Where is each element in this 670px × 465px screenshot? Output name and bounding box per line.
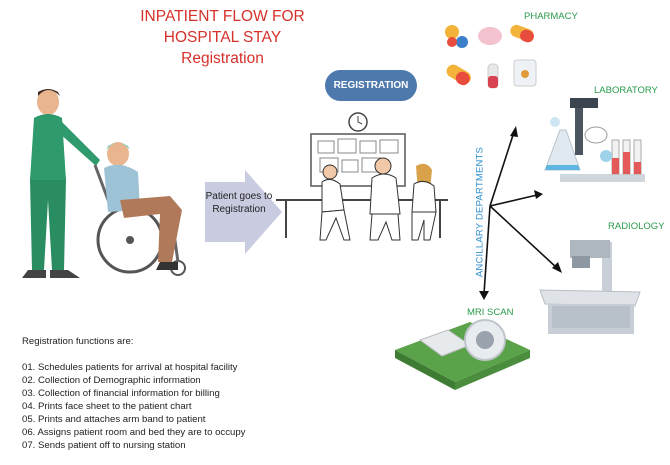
ancillary-departments-text: ANCILLARY DEPARTMENTS <box>474 146 486 278</box>
mri-illustration <box>395 319 530 390</box>
registration-functions: Registration functions are: 01. Schedule… <box>22 335 245 452</box>
function-item: 07. Sends patient off to nursing station <box>22 440 186 451</box>
functions-heading: Registration functions are: <box>22 336 134 347</box>
flow-arrow <box>205 170 282 254</box>
radiology-label: RADIOLOGY <box>608 221 665 232</box>
arrowheads <box>479 126 562 300</box>
function-item: 03. Collection of financial information … <box>22 388 220 399</box>
function-item: 02. Collection of Demographic informatio… <box>22 375 201 386</box>
wheelchair-illustration <box>93 142 186 276</box>
nurse-illustration <box>22 89 100 278</box>
function-item: 04. Prints face sheet to the patient cha… <box>22 401 192 412</box>
title-line-3: Registration <box>181 50 264 67</box>
transition-text: Patient goes to Registration <box>205 191 273 215</box>
registration-badge: REGISTRATION <box>325 70 417 101</box>
function-item: 05. Prints and attaches arm band to pati… <box>22 414 206 425</box>
department-arrows <box>483 131 558 295</box>
mri-label: MRI SCAN <box>467 307 514 318</box>
pharmacy-illustration <box>445 24 537 89</box>
title-line-1: INPATIENT FLOW FOR <box>140 8 305 25</box>
laboratory-label: LABORATORY <box>594 85 658 96</box>
laboratory-illustration <box>544 98 645 182</box>
function-item: 01. Schedules patients for arrival at ho… <box>22 362 238 373</box>
title-line-2: HOSPITAL STAY <box>163 29 282 46</box>
page-title: INPATIENT FLOW FOR HOSPITAL STAY Registr… <box>120 6 325 69</box>
radiology-illustration <box>539 240 641 334</box>
registration-office-illustration <box>276 112 448 241</box>
function-item: 06. Assigns patient room and bed they ar… <box>22 427 246 438</box>
pharmacy-label: PHARMACY <box>524 11 578 22</box>
